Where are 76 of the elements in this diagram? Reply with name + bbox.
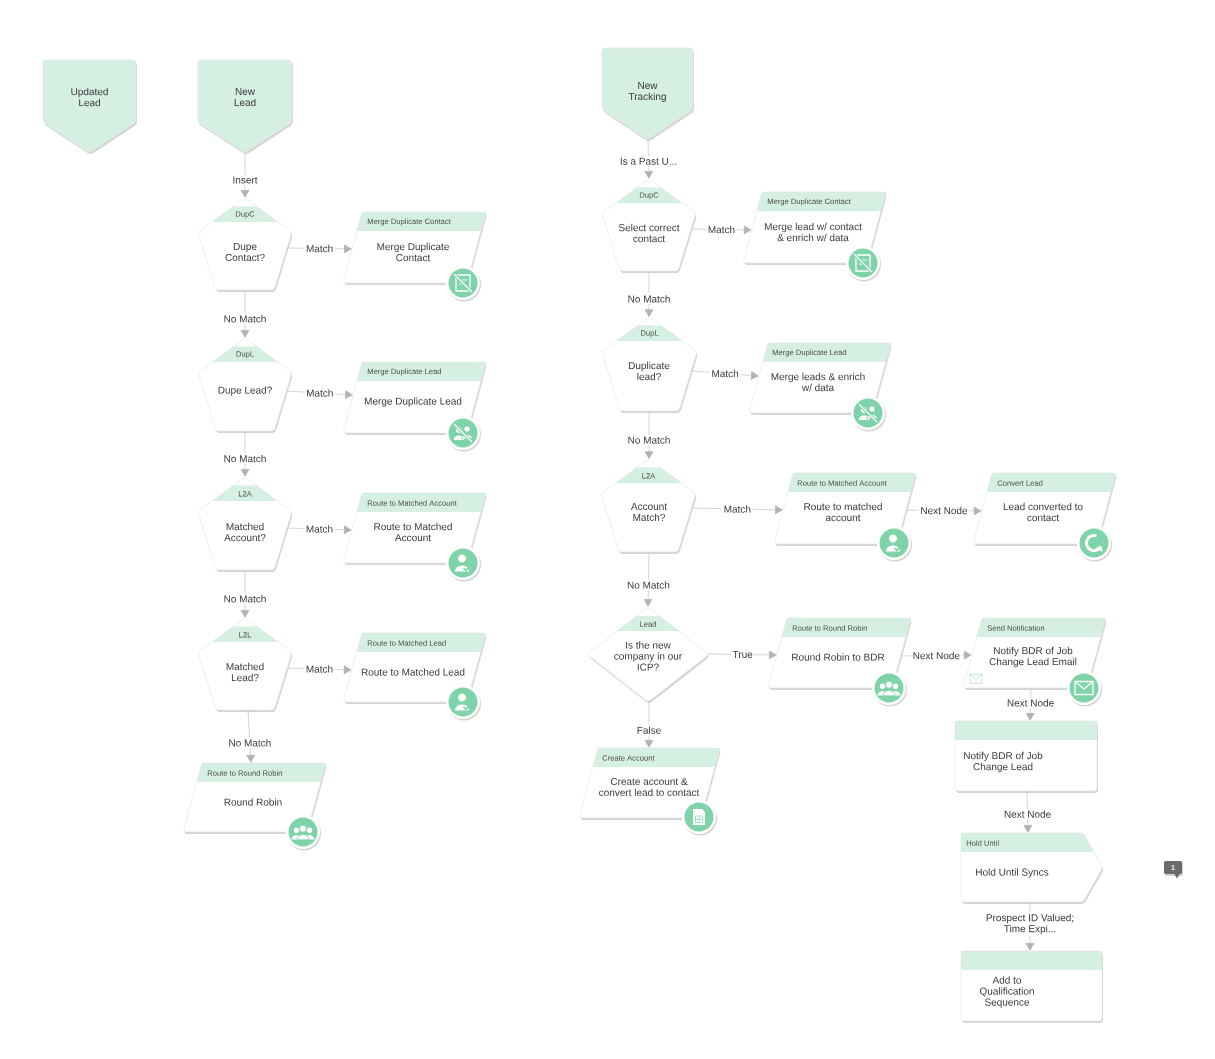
- node-text: Route to matched account: [804, 502, 882, 522]
- decision-pentagon: [601, 459, 697, 554]
- arrow: [644, 700, 654, 748]
- edge-label: No Match: [226, 737, 273, 749]
- decision-pentagon: [198, 477, 293, 572]
- node-text: Merge lead w/ contact & enrich w/ data: [764, 222, 862, 242]
- node-text: Merge leads & enrich w/ data: [771, 372, 865, 392]
- edge-label: No Match: [626, 434, 672, 446]
- node-text: Account Match?: [630, 503, 667, 521]
- edge-label: Insert: [231, 175, 259, 185]
- decision-pentagon: [602, 317, 698, 413]
- edge-label: Match: [304, 387, 335, 399]
- edge-label: No Match: [625, 579, 672, 591]
- arrow: [643, 551, 653, 607]
- edge-label: Next Node: [911, 650, 962, 661]
- edge-label: Match: [710, 368, 741, 379]
- edge-label: No Match: [222, 593, 268, 604]
- node-text: Matched Lead?: [226, 662, 264, 682]
- edge-label: False: [635, 725, 663, 736]
- arrow: [240, 430, 250, 477]
- start-box: [42, 59, 137, 155]
- node-text: Merge Duplicate Contact: [377, 242, 449, 262]
- node-text: Merge Duplicate Lead: [364, 397, 462, 407]
- edge-label: No Match: [626, 293, 672, 304]
- node-text: Create account & convert lead to contact: [599, 777, 700, 797]
- node-text: Add to Qualification Sequence: [979, 976, 1034, 1008]
- edge-label: No Match: [222, 313, 268, 324]
- action-card: [954, 720, 1098, 793]
- edge-label: Next Node: [1005, 697, 1056, 708]
- edge-label: Is a Past U...: [618, 156, 679, 167]
- decision-pentagon: [602, 179, 697, 273]
- start-box: [601, 47, 694, 142]
- edge-label: Next Node: [1002, 808, 1053, 820]
- decision-pentagon: [198, 618, 293, 712]
- arrow: [707, 650, 777, 660]
- node-text: New Lead: [234, 88, 256, 106]
- arrow: [240, 152, 250, 198]
- arrow: [246, 709, 255, 763]
- arrow: [1023, 790, 1033, 833]
- arrow: [240, 569, 250, 618]
- edge-label: Next Node: [918, 505, 970, 516]
- node-text: Dupe Contact?: [225, 243, 265, 261]
- arrow: [644, 270, 654, 317]
- node-text: Hold Until Syncs: [976, 868, 1049, 878]
- node-text: Dupe Lead?: [218, 386, 272, 396]
- edge-label: Match: [722, 503, 753, 515]
- decision-pentagon: [198, 198, 293, 292]
- edge-label: True: [731, 649, 755, 660]
- node-text: Round Robin: [224, 798, 282, 806]
- node-text: Route to Matched Lead: [361, 668, 465, 676]
- edge-label: No Match: [222, 453, 268, 464]
- node-text: Notify BDR of Job Change Lead: [964, 751, 1043, 773]
- decision-diamond: [588, 607, 709, 703]
- edge-label: Match: [706, 224, 737, 235]
- pointed-card: [960, 832, 1104, 904]
- arrow: [240, 289, 250, 338]
- node-text: Matched Account?: [224, 522, 266, 542]
- decision-pentagon: [198, 338, 293, 433]
- node-text: New Tracking: [628, 82, 666, 102]
- node-text: Updated Lead: [71, 87, 108, 107]
- action-card: [960, 950, 1103, 1023]
- edge-label: Match: [304, 523, 335, 535]
- edge-label: Prospect ID Valued; Time Expi...: [984, 912, 1076, 936]
- arrow: [1025, 687, 1035, 721]
- start-box: [197, 59, 293, 155]
- edge-label: Match: [304, 663, 335, 675]
- edge-label: Match: [304, 243, 335, 254]
- node-text: Round Robin to BDR: [792, 653, 885, 661]
- node-text: Lead converted to contact: [1003, 502, 1083, 522]
- node-text: Route to Matched Account: [374, 522, 452, 542]
- node-text: Notify BDR of Job Change Lead Email: [989, 646, 1077, 668]
- node-text: Select correct contact: [618, 223, 680, 243]
- arrow: [644, 139, 654, 179]
- arrow: [644, 410, 654, 459]
- node-text: Is the new company in our ICP?: [614, 641, 682, 671]
- node-text: Duplicate lead?: [629, 361, 670, 381]
